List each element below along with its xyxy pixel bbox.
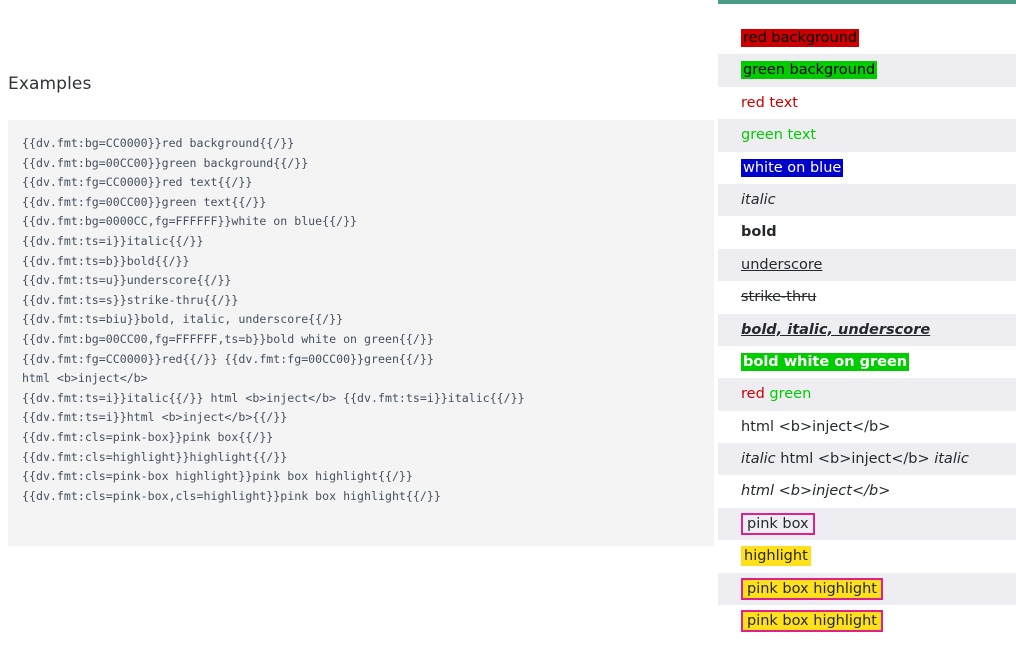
preview-row: html <b>inject</b> xyxy=(718,475,1016,508)
red-background-chip: red background xyxy=(741,29,860,47)
preview-row: bold xyxy=(718,216,1016,249)
bold-label: bold xyxy=(741,224,777,241)
code-line: {{dv.fmt:cls=pink-box}}pink box{{/}} xyxy=(22,429,274,444)
code-line: {{dv.fmt:ts=b}}bold{{/}} xyxy=(22,253,190,268)
code-line: {{dv.fmt:ts=u}}underscore{{/}} xyxy=(22,273,232,288)
code-line: {{dv.fmt:ts=s}}strike-thru{{/}} xyxy=(22,292,239,307)
italic-html-inject-label: html <b>inject</b> xyxy=(741,483,891,500)
strike-thru-label: strike-thru xyxy=(741,289,817,306)
preview-row-spacer xyxy=(718,12,1016,22)
bold-italic-underscore-label: bold, italic, underscore xyxy=(741,321,931,338)
code-line: {{dv.fmt:cls=highlight}}highlight{{/}} xyxy=(22,449,288,464)
preview-row: pink box highlight xyxy=(718,572,1016,606)
italic-label: italic xyxy=(741,191,776,208)
italic-lead-label: italic xyxy=(741,451,776,468)
green-text-label: green text xyxy=(741,127,817,144)
code-line: {{dv.fmt:ts=biu}}bold, italic, underscor… xyxy=(22,312,344,327)
highlight-chip: highlight xyxy=(741,546,811,567)
code-line: {{dv.fmt:cls=pink-box highlight}}pink bo… xyxy=(22,469,413,484)
preview-row: red green xyxy=(718,378,1016,411)
preview-row: red background xyxy=(718,22,1016,55)
green-background-chip: green background xyxy=(741,61,878,80)
code-line: {{dv.fmt:bg=00CC00}}green background{{/}… xyxy=(22,155,309,170)
italic-tail-label: italic xyxy=(934,451,969,468)
code-line: {{dv.fmt:bg=0000CC,fg=FFFFFF}}white on b… xyxy=(22,214,358,229)
code-line: {{dv.fmt:cls=pink-box,cls=highlight}}pin… xyxy=(22,488,441,503)
preview-row: highlight xyxy=(718,540,1016,573)
code-line: {{dv.fmt:ts=i}}html <b>inject</b>{{/}} xyxy=(22,410,288,425)
preview-row: italic xyxy=(718,183,1016,217)
green-word-label: green xyxy=(769,386,812,403)
code-line: {{dv.fmt:bg=CC0000}}red background{{/}} xyxy=(22,136,295,150)
page-title: Examples xyxy=(8,74,92,94)
code-block[interactable]: {{dv.fmt:bg=CC0000}}red background{{/}} … xyxy=(8,120,714,546)
preview-row: white on blue xyxy=(718,151,1016,184)
code-line: {{dv.fmt:ts=i}}italic{{/}} html <b>injec… xyxy=(22,390,525,405)
code-line: {{dv.fmt:fg=CC0000}}red text{{/}} xyxy=(22,175,253,190)
html-inject-literal-label: html <b>inject</b> xyxy=(780,451,930,468)
preview-row: bold white on green xyxy=(718,345,1016,379)
preview-top-accent-bar xyxy=(718,0,1016,4)
preview-row: pink box xyxy=(718,507,1016,541)
preview-row: bold, italic, underscore xyxy=(718,313,1016,346)
pink-box-chip: pink box xyxy=(741,512,815,535)
preview-panel: red background green background red text… xyxy=(718,0,1016,648)
preview-row: green text xyxy=(718,119,1016,152)
code-line: {{dv.fmt:fg=CC0000}}red{{/}} {{dv.fmt:fg… xyxy=(22,351,434,366)
preview-row: html <b>inject</b> xyxy=(718,410,1016,444)
preview-list: red background green background red text… xyxy=(718,12,1016,638)
html-inject-literal-label: html <b>inject</b> xyxy=(741,418,891,435)
code-line: {{dv.fmt:ts=i}}italic{{/}} xyxy=(22,233,204,248)
code-line: {{dv.fmt:bg=00CC00,fg=FFFFFF,ts=b}}bold … xyxy=(22,331,434,346)
red-word-label: red xyxy=(741,386,765,403)
code-line: html <b>inject</b> xyxy=(22,371,148,386)
code-line: {{dv.fmt:fg=00CC00}}green text{{/}} xyxy=(22,194,267,209)
pink-box-highlight-chip: pink box highlight xyxy=(741,577,883,600)
bold-white-on-green-chip: bold white on green xyxy=(741,352,910,371)
preview-row: italic html <b>inject</b> italic xyxy=(718,443,1016,476)
preview-row: underscore xyxy=(718,248,1016,282)
preview-row: strike-thru xyxy=(718,281,1016,314)
red-text-label: red text xyxy=(741,94,798,111)
pink-box-highlight-chip: pink box highlight xyxy=(741,610,883,633)
preview-row: green background xyxy=(718,54,1016,87)
underscore-label: underscore xyxy=(741,256,823,273)
white-on-blue-chip: white on blue xyxy=(741,158,844,177)
preview-row: red text xyxy=(718,86,1016,120)
source-column: Examples {{dv.fmt:bg=CC0000}}red backgro… xyxy=(8,74,714,546)
preview-row: pink box highlight xyxy=(718,605,1016,638)
